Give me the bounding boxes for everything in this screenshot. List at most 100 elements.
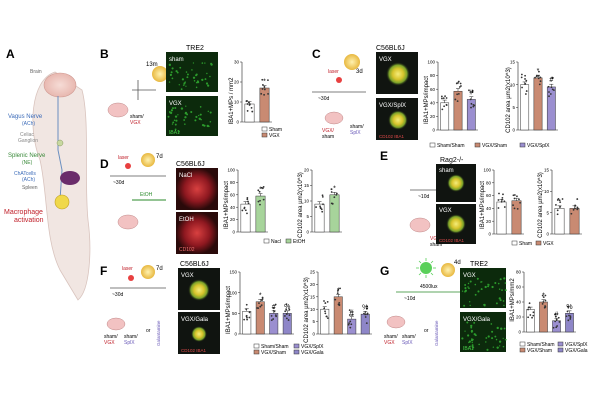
y-tick-label: 15 bbox=[510, 60, 516, 65]
data-point bbox=[572, 208, 575, 211]
y-tick-label: 80 bbox=[516, 270, 522, 275]
data-point bbox=[548, 91, 550, 93]
legend-swatch bbox=[519, 341, 526, 347]
data-point bbox=[561, 198, 564, 200]
data-point bbox=[538, 70, 540, 73]
cell-speckle bbox=[195, 115, 198, 118]
f-time: 7d bbox=[156, 266, 163, 272]
cell-speckle bbox=[179, 66, 182, 69]
cell-speckle bbox=[469, 304, 471, 307]
c-stain-label: CD102 IBA1 bbox=[379, 134, 405, 139]
cell-speckle bbox=[192, 62, 195, 64]
clock-icon bbox=[441, 263, 455, 277]
data-point bbox=[497, 199, 500, 201]
data-point bbox=[471, 91, 474, 93]
data-point bbox=[260, 304, 263, 306]
label-splenic-sub: (NE) bbox=[22, 160, 33, 166]
data-point bbox=[520, 73, 523, 76]
label-celiac: Celiac bbox=[20, 132, 34, 138]
data-point bbox=[455, 82, 458, 85]
y-tick-label: 50 bbox=[232, 311, 238, 316]
cell-speckle bbox=[502, 345, 505, 348]
panel-letter-d: D bbox=[100, 157, 109, 171]
y-tick-label: 20 bbox=[304, 168, 310, 173]
data-point bbox=[457, 80, 460, 83]
data-point bbox=[528, 302, 531, 305]
y-tick-label: 60 bbox=[486, 193, 492, 198]
data-point bbox=[536, 74, 538, 77]
c-strain: C56BL6J bbox=[376, 45, 405, 52]
y-tick-label: 100 bbox=[427, 60, 435, 65]
data-point bbox=[259, 203, 261, 206]
data-point bbox=[566, 305, 569, 308]
cell-speckle bbox=[470, 329, 474, 333]
data-point bbox=[284, 310, 287, 313]
cell-speckle bbox=[484, 285, 487, 289]
data-point bbox=[565, 315, 568, 318]
d-ylabel2: CD102 area µm2(x10^3) bbox=[298, 172, 304, 238]
data-point bbox=[443, 105, 446, 108]
g-time: 4d bbox=[454, 260, 461, 266]
data-point bbox=[348, 322, 350, 325]
laser-icon bbox=[128, 275, 134, 281]
y-tick-label: 0 bbox=[306, 230, 309, 235]
e-img1-label: sham bbox=[439, 168, 454, 174]
data-point bbox=[246, 318, 249, 321]
bar bbox=[314, 203, 325, 233]
clock-icon bbox=[141, 153, 155, 167]
data-point bbox=[512, 194, 515, 197]
g-light: 4500lux bbox=[420, 284, 438, 290]
data-point bbox=[574, 204, 577, 207]
cell-speckle bbox=[485, 341, 487, 343]
c-protocol2: sham bbox=[322, 134, 334, 140]
data-point bbox=[541, 302, 544, 305]
data-point bbox=[548, 95, 550, 98]
data-point bbox=[321, 195, 324, 198]
cell-speckle bbox=[171, 77, 174, 80]
data-point bbox=[501, 198, 504, 201]
data-point bbox=[321, 194, 324, 197]
cell-speckle bbox=[494, 335, 497, 338]
f-legend-0: Sham/Sham bbox=[261, 344, 289, 350]
e-protocol2: sham bbox=[430, 242, 442, 248]
cell-speckle bbox=[174, 123, 177, 126]
data-point bbox=[525, 79, 528, 82]
c-legend-1: VGX/Sham bbox=[482, 143, 507, 149]
data-point bbox=[550, 86, 553, 89]
data-point bbox=[248, 311, 251, 314]
d-laser: laser bbox=[118, 155, 129, 161]
data-point bbox=[285, 313, 288, 316]
c-protocol3: sham/ bbox=[350, 124, 364, 130]
f-img2-label: VGX/Gala bbox=[181, 317, 209, 323]
cell-speckle bbox=[483, 304, 485, 306]
c-time: 3d bbox=[356, 69, 363, 75]
data-point bbox=[471, 89, 474, 92]
data-point bbox=[325, 315, 328, 318]
c-ylabel1: IBA1+MPs/impact bbox=[424, 76, 430, 124]
f-pre: ~30d bbox=[112, 292, 123, 298]
data-point bbox=[456, 93, 459, 96]
y-tick-label: 15 bbox=[304, 183, 310, 188]
data-point bbox=[524, 78, 526, 80]
cell-speckle bbox=[473, 321, 476, 324]
cell-speckle bbox=[168, 81, 171, 83]
legend-swatch bbox=[511, 240, 518, 246]
cell-speckle bbox=[501, 289, 503, 292]
label-brain: Brain bbox=[30, 69, 42, 75]
cell-speckle bbox=[167, 115, 170, 118]
data-point bbox=[284, 315, 286, 317]
data-point bbox=[566, 310, 569, 313]
y-tick-label: 5 bbox=[512, 105, 515, 110]
data-point bbox=[555, 326, 558, 329]
significance-mark: * bbox=[259, 187, 262, 194]
y-tick-label: 60 bbox=[516, 285, 522, 290]
e-stain-label: CD102 IBA1 bbox=[439, 238, 465, 243]
significance-mark: * bbox=[263, 79, 266, 86]
g-drug: Galantamine bbox=[434, 320, 439, 346]
y-tick-label: 15 bbox=[544, 168, 550, 173]
data-point bbox=[555, 318, 558, 321]
y-tick-label: 80 bbox=[230, 180, 236, 185]
b-legend-vgx: VGX bbox=[269, 133, 280, 139]
